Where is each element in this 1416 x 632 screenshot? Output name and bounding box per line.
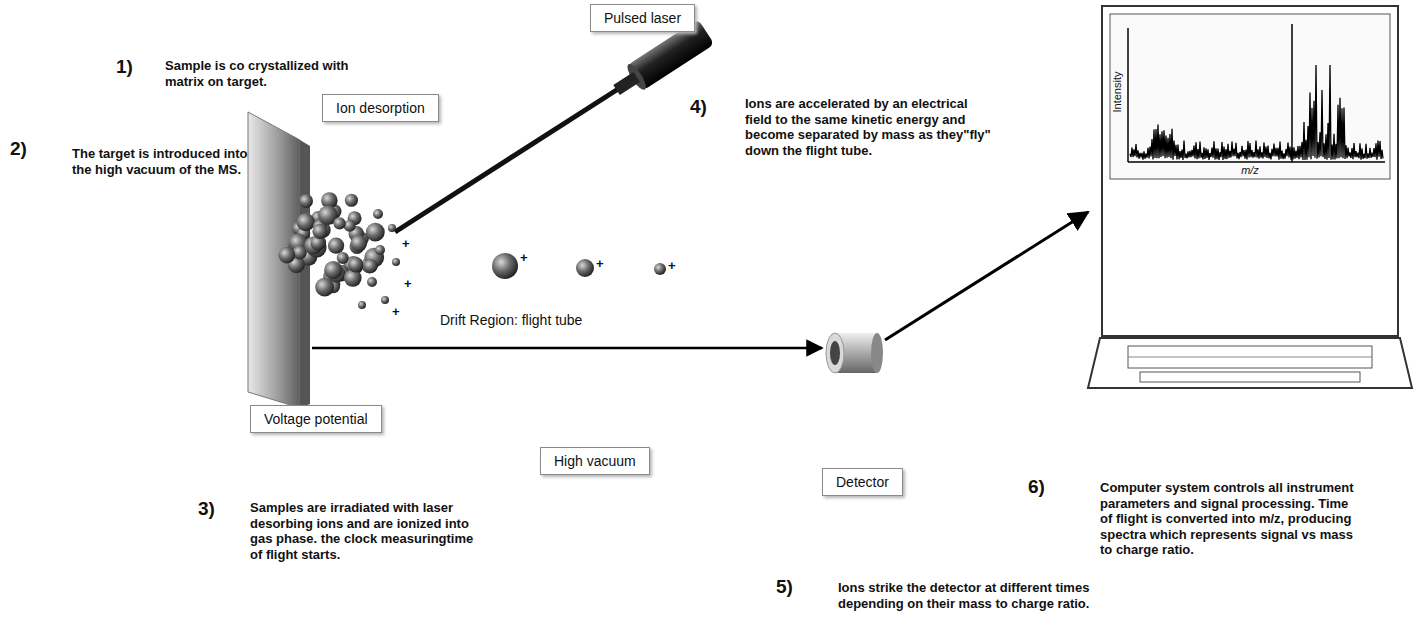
- charge-sign: +: [392, 304, 400, 320]
- axis-label: Intensity: [1111, 72, 1124, 113]
- callout-number: 4): [690, 96, 707, 119]
- callout-number: 6): [1028, 476, 1045, 499]
- step-note: Samples are irradiated with laser desorb…: [250, 500, 485, 562]
- ion-medium: [576, 259, 594, 277]
- step-note: Ions strike the detector at different ti…: [838, 580, 1108, 611]
- label-box: High vacuum: [540, 447, 650, 475]
- box-label: Ion desorption: [336, 100, 425, 116]
- charge-sign: +: [520, 250, 528, 266]
- step-note: The target is introduced into the high v…: [72, 146, 250, 177]
- flight-path-arrow: [312, 347, 822, 350]
- sample-matrix-crystals: [279, 192, 400, 309]
- region-label: Drift Region: flight tube: [440, 312, 582, 329]
- box-label: High vacuum: [554, 453, 636, 469]
- box-label: Pulsed laser: [604, 10, 681, 26]
- label-box: Ion desorption: [322, 94, 439, 122]
- step-note: Ions are accelerated by an electrical fi…: [745, 96, 995, 158]
- target-plate: [248, 112, 300, 408]
- axis-label: m/z: [1241, 164, 1259, 177]
- box-label: Detector: [836, 474, 889, 490]
- ion-large: [492, 253, 518, 279]
- detector-symbol: [826, 333, 883, 373]
- callout-number: 1): [116, 56, 133, 79]
- charge-sign: +: [596, 256, 604, 272]
- step-note: Computer system controls all instrument …: [1100, 480, 1362, 558]
- label-box: Detector: [822, 468, 903, 496]
- label-box: Voltage potential: [250, 405, 382, 433]
- callout-number: 3): [198, 498, 215, 521]
- signal-arrow: [885, 212, 1088, 340]
- laptop-computer: [1088, 6, 1412, 388]
- ion-small: [654, 263, 666, 275]
- box-label: Voltage potential: [264, 411, 368, 427]
- label-box: Pulsed laser: [590, 4, 695, 32]
- step-note: Sample is co crystallized with matrix on…: [165, 58, 370, 89]
- charge-sign: +: [402, 236, 410, 252]
- callout-number: 5): [776, 576, 793, 599]
- target-edge: [300, 140, 310, 408]
- charge-sign: +: [668, 258, 676, 274]
- callout-number: 2): [10, 138, 27, 161]
- charge-sign: +: [404, 276, 412, 292]
